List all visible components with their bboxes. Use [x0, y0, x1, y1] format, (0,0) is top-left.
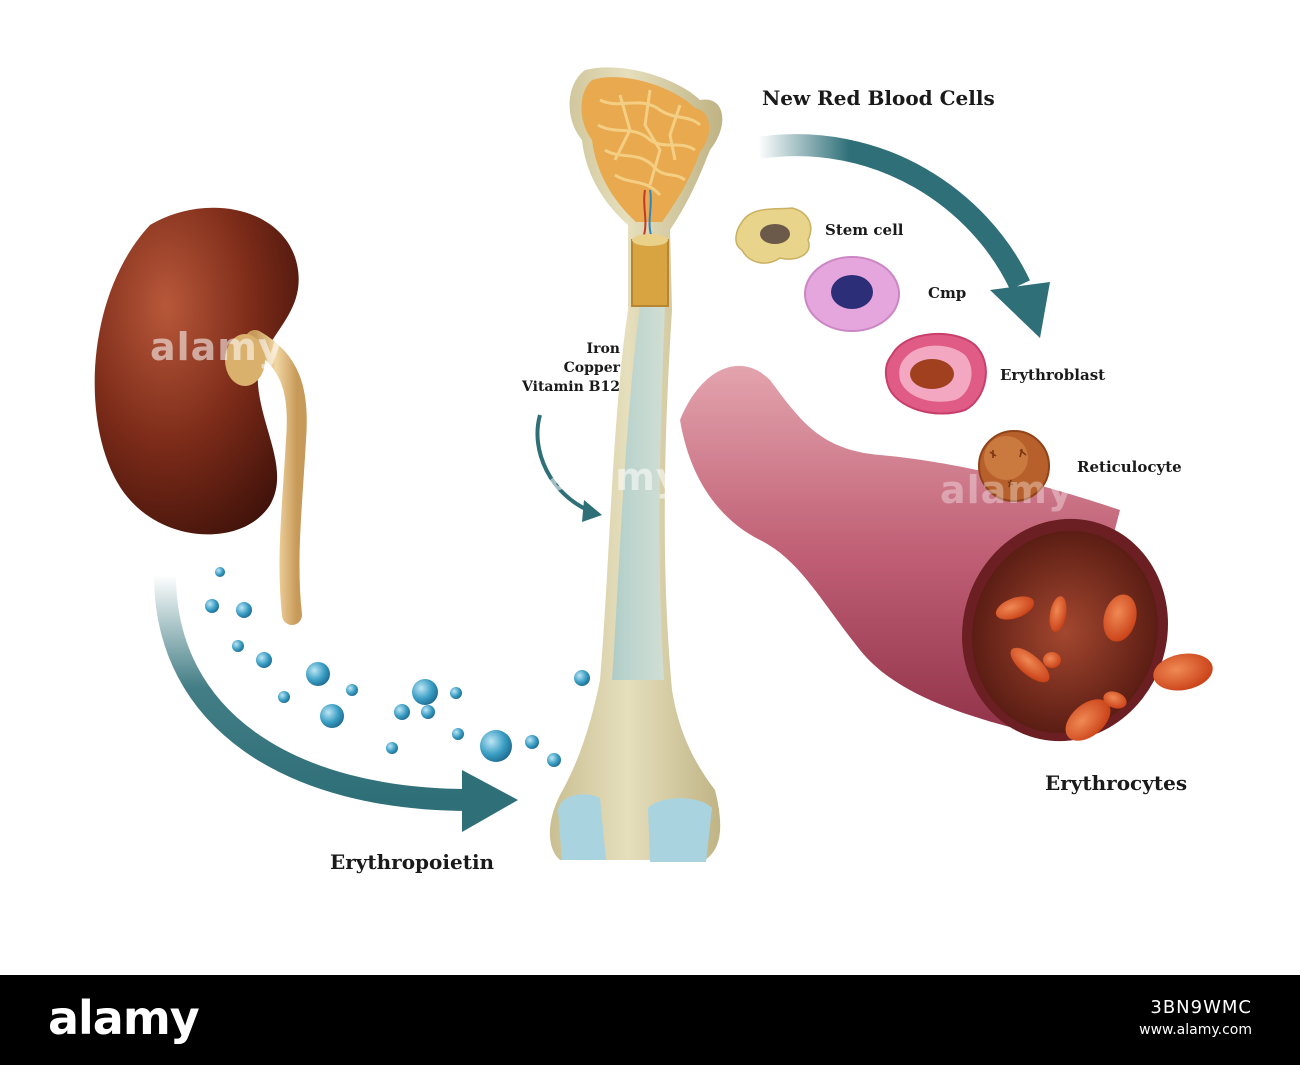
epo-molecule	[306, 662, 330, 686]
new-red-blood-cells-label: New Red Blood Cells	[762, 86, 995, 110]
new-red-blood-cells-arrow	[756, 134, 1050, 338]
epo-molecule	[215, 567, 225, 577]
epo-molecule	[574, 670, 590, 686]
epo-molecule	[547, 753, 561, 767]
erythropoietin-arrow	[154, 574, 518, 832]
reticulocyte-label: Reticulocyte	[1077, 458, 1182, 476]
epo-molecule	[256, 652, 272, 668]
cmp-cell	[804, 256, 900, 332]
stock-footer-bar: alamy 3BN9WMC www.alamy.com	[0, 975, 1300, 1065]
erythrocytes-label: Erythrocytes	[1045, 771, 1188, 795]
erythroblast-label: Erythroblast	[1000, 366, 1106, 384]
erythrocyte	[1049, 596, 1067, 632]
stem-cell-label: Stem cell	[825, 221, 904, 239]
watermark-center: alamy	[548, 455, 682, 499]
epo-molecule	[386, 742, 398, 754]
erythrocyte	[995, 596, 1035, 620]
erythrocyte	[1103, 691, 1127, 709]
epo-molecule	[236, 602, 252, 618]
epo-molecule	[232, 640, 244, 652]
copper-label: Copper	[563, 360, 620, 376]
epo-molecule	[525, 735, 539, 749]
illustration-canvas	[94, 67, 1213, 862]
iron-label: Iron	[586, 341, 620, 357]
epo-molecule	[278, 691, 290, 703]
erythrocyte	[1010, 647, 1050, 683]
epo-molecule	[452, 728, 464, 740]
erythrocyte	[1153, 653, 1213, 691]
epo-molecule	[205, 599, 219, 613]
erythrocyte	[1043, 652, 1061, 668]
erythrocyte	[1103, 594, 1137, 642]
blood-vessel	[680, 365, 1168, 742]
erythrocyte	[1065, 699, 1111, 741]
kidney	[94, 207, 307, 625]
erythroblast-cell	[884, 332, 987, 415]
cmp-label: Cmp	[928, 284, 967, 302]
erythropoiesis-illustration: alamy alamy alamy New Red Blood Cells St…	[94, 67, 1213, 874]
erythropoietin-molecules	[205, 567, 590, 767]
footer-meta: 3BN9WMC www.alamy.com	[1139, 997, 1252, 1038]
epo-molecule	[346, 684, 358, 696]
erythrocytes	[995, 594, 1213, 741]
minerals-list: Iron Copper Vitamin B12	[478, 340, 620, 397]
epo-molecule	[421, 705, 435, 719]
watermark-left: alamy	[150, 325, 284, 369]
site-url: www.alamy.com	[1139, 1022, 1252, 1038]
erythropoietin-label: Erythropoietin	[330, 850, 495, 874]
watermark-right: alamy	[940, 468, 1074, 512]
epo-molecule	[394, 704, 410, 720]
stem-cell	[735, 207, 812, 264]
minerals-arrow	[535, 414, 602, 522]
epo-molecule	[412, 679, 438, 705]
reticulocyte-cell	[978, 430, 1050, 502]
alamy-logo: alamy	[48, 991, 200, 1045]
epo-molecule	[450, 687, 462, 699]
epo-molecule	[320, 704, 344, 728]
femur-bone	[549, 67, 723, 862]
vitamin-b12-label: Vitamin B12	[522, 379, 620, 395]
image-id: 3BN9WMC	[1150, 997, 1252, 1018]
epo-molecule	[480, 730, 512, 762]
